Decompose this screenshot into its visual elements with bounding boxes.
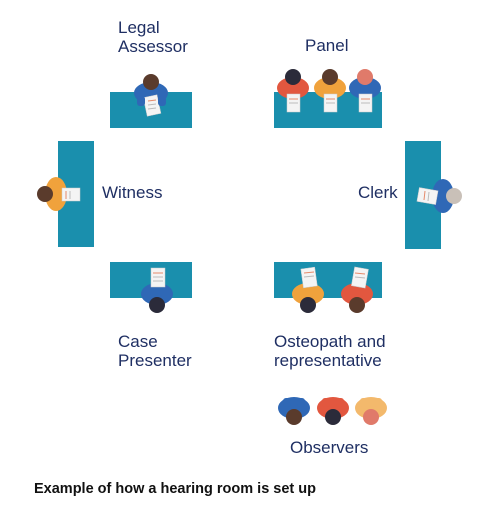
case-presenter-label: Case Presenter: [118, 332, 192, 370]
figure-caption: Example of how a hearing room is set up: [34, 481, 316, 497]
panel-person-2: [314, 69, 346, 113]
clerk-person: [416, 179, 462, 213]
representative-person: [341, 266, 373, 313]
legal-assessor-label-line2: Assessor: [118, 37, 188, 56]
legal-assessor-person: [134, 74, 168, 117]
observers-label: Observers: [290, 438, 369, 457]
osteopath-label-line1: Osteopath and: [274, 332, 386, 351]
observer-1: [278, 397, 310, 425]
legal-assessor-label: Legal Assessor: [118, 18, 188, 56]
witness-label: Witness: [102, 183, 163, 202]
panel-person-1: [277, 69, 309, 113]
case-presenter-label-line2: Presenter: [118, 351, 192, 370]
legal-assessor-label-line1: Legal: [118, 18, 160, 37]
clerk-label: Clerk: [358, 183, 398, 202]
osteopath-label: Osteopath and representative: [274, 332, 386, 370]
observer-2: [317, 397, 349, 425]
case-presenter-label-line1: Case: [118, 332, 158, 351]
osteopath-person: [292, 266, 324, 313]
case-presenter-person: [141, 267, 173, 313]
osteopath-label-line2: representative: [274, 351, 382, 370]
panel-label: Panel: [305, 36, 349, 55]
observer-3: [355, 397, 387, 425]
witness-person: [37, 177, 81, 211]
panel-person-3: [349, 69, 381, 113]
